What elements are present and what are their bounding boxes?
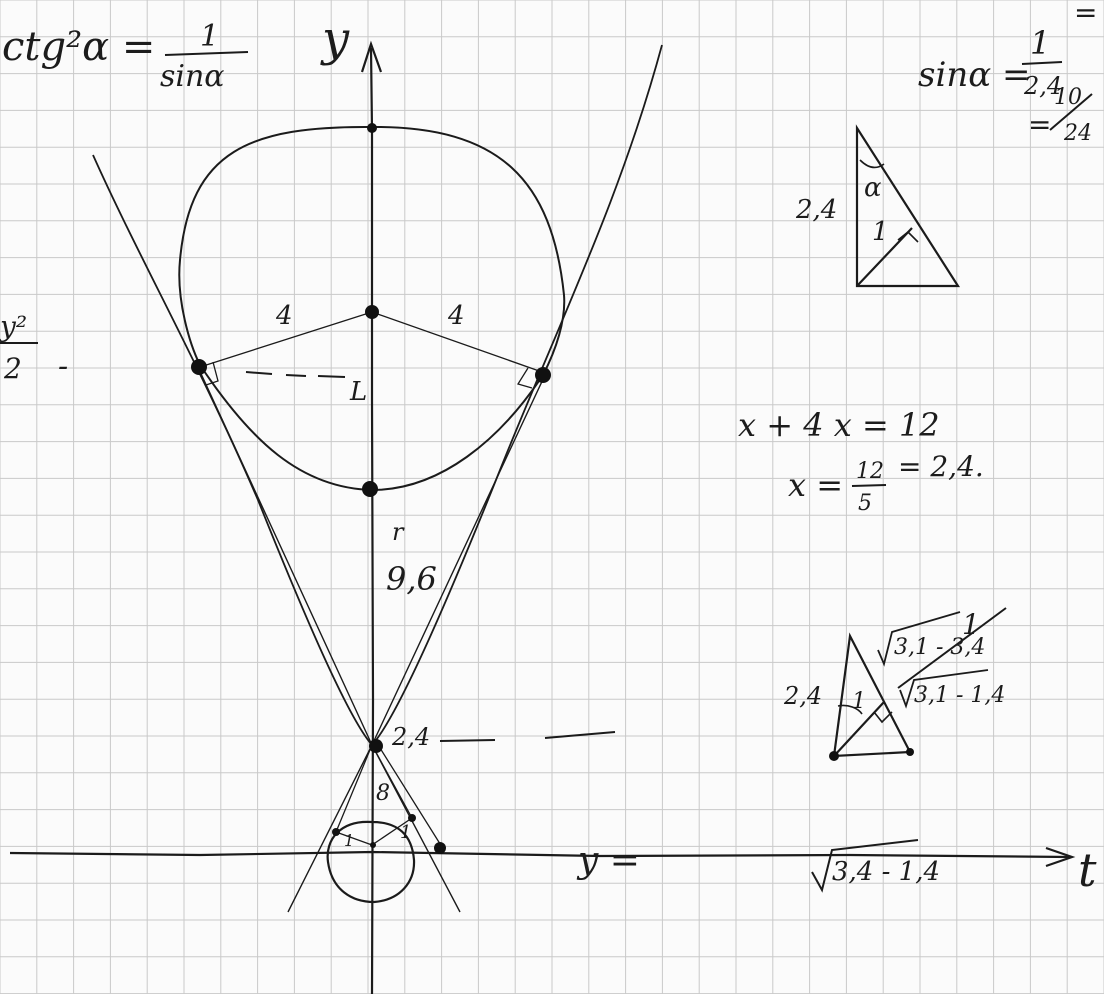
note-sin-den: 2,4: [1023, 72, 1062, 100]
r-label: r: [392, 518, 405, 546]
radius-right: [371, 311, 543, 373]
big-radius-left-label: 4: [275, 301, 293, 331]
equation-1: x + 4 x = 12: [738, 406, 940, 444]
distance-label: 9,6: [386, 560, 437, 598]
note-bottom: y = 3,4 - 1,4: [576, 839, 940, 893]
small-radius-right: [371, 817, 413, 846]
note-sin-bar2: [1049, 93, 1093, 131]
bottom-lhs: y =: [576, 840, 640, 881]
point-tangent-left: [191, 359, 207, 375]
y-axis-label: y: [320, 11, 350, 67]
triangle-bottom-one: 1: [962, 608, 980, 641]
triangle-bottom: 2,4 1 3,1 - 3,4 1 3,1 - 1,4: [783, 607, 1007, 761]
note-ctg-den: sinα: [160, 59, 225, 94]
small-radius-left: [335, 831, 373, 846]
small-r-left-label: 1: [344, 831, 354, 850]
small-r-right-label: 1: [400, 822, 411, 843]
left-edge-c: -: [58, 349, 68, 384]
note-sin-num: 1: [1030, 24, 1050, 62]
radius-left: [199, 311, 373, 368]
y-axis-arrow: [360, 40, 383, 73]
small-circle: [326, 820, 416, 904]
note-sin-eq: =: [1074, 0, 1097, 29]
right-angle-left: [205, 361, 219, 386]
note-ctg-num: 1: [200, 19, 219, 54]
triangle-top-angle: α: [864, 173, 882, 203]
note-ctg-fraction-bar: [164, 51, 249, 56]
point-small-center: [370, 842, 376, 848]
equation-2-bar: [851, 484, 887, 487]
point-tangent-right: [535, 367, 551, 383]
point-small-right: [408, 814, 416, 822]
note-sin-lhs: sinα =: [918, 55, 1030, 95]
point-circle-top: [367, 123, 377, 133]
note-left-edge: y² 2 -: [0, 310, 68, 385]
key-points: [191, 123, 551, 854]
equation-2-num: 12: [856, 459, 884, 484]
y-axis: [369, 47, 375, 994]
x-axis-label: t: [1078, 843, 1097, 897]
apex-label: 2,4: [391, 723, 430, 751]
triangle-bottom-root-1: 3,1 - 3,4: [894, 635, 985, 660]
x-axis: [9, 850, 1071, 859]
left-edge-a: y²: [0, 310, 27, 343]
triangle-top-leg: 1: [872, 217, 889, 247]
equation-2-rhs: = 2,4.: [898, 450, 984, 483]
point-circle-bottom: [362, 481, 378, 497]
triangle-top: 2,4 α 1: [795, 124, 961, 288]
right-angle-right: [516, 367, 533, 389]
equation-2-lhs: x =: [788, 466, 843, 504]
small-gap-label: 8: [376, 781, 390, 806]
figure-labels: 4 4 L r 9,6 2,4 8 1 1: [275, 301, 465, 850]
equation-2-den: 5: [858, 491, 872, 516]
coordinate-axes: y t: [9, 11, 1097, 994]
point-small-left: [332, 828, 340, 836]
triangle-bottom-side: 2,4: [783, 682, 822, 710]
triangle-top-side: 2,4: [795, 195, 837, 225]
note-sin-den2: 24: [1063, 121, 1092, 146]
note-sin-eq2: =: [1028, 108, 1051, 141]
note-ctg-lhs: ctg²α =: [2, 24, 155, 70]
triangle-bottom-leg: 1: [852, 689, 866, 714]
x-axis-arrow: [1045, 846, 1076, 868]
point-x-intercept: [434, 842, 446, 854]
bottom-root: 3,4 - 1,4: [832, 857, 940, 887]
triangle-bottom-bar: [897, 607, 1007, 689]
equations-middle: x + 4 x = 12 x = 12 5 = 2,4.: [738, 406, 984, 516]
left-edge-b: 2: [3, 352, 22, 385]
triangle-bottom-root-2: 3,1 - 1,4: [914, 683, 1005, 708]
point-apex: [369, 739, 383, 753]
apex-dashed-line: [439, 731, 616, 742]
point-circle-center: [365, 305, 379, 319]
note-top-right: sinα = 1 2,4 = = 10 24: [918, 0, 1097, 146]
note-top-left: ctg²α = 1 sinα: [2, 19, 249, 94]
big-radius-right-label: 4: [447, 301, 465, 331]
right-angle-mark-label: L: [349, 377, 367, 407]
note-sin-bar: [1021, 61, 1063, 65]
dashed-chord: [245, 371, 346, 378]
